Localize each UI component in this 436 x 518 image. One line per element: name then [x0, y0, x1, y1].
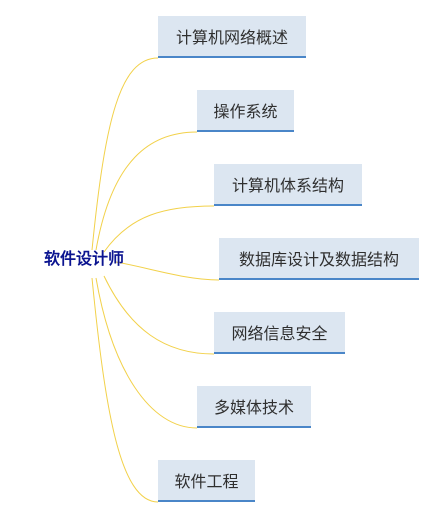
connector-lines	[91, 57, 220, 503]
connector-line	[91, 277, 159, 503]
topic-node-network-security[interactable]: 网络信息安全	[214, 312, 345, 354]
connector-line	[95, 277, 198, 429]
connector-line	[115, 261, 220, 281]
connector-line	[103, 275, 215, 355]
topic-node-network-overview[interactable]: 计算机网络概述	[158, 16, 306, 58]
connector-line	[103, 205, 215, 253]
topic-node-software-engineering[interactable]: 软件工程	[158, 460, 255, 502]
topic-node-operating-system[interactable]: 操作系统	[197, 90, 294, 132]
topic-node-computer-architecture[interactable]: 计算机体系结构	[214, 164, 362, 206]
root-topic[interactable]: 软件设计师	[44, 249, 125, 268]
connector-line	[95, 131, 198, 251]
topic-node-database-and-data-structures[interactable]: 数据库设计及数据结构	[219, 238, 419, 280]
topic-node-multimedia[interactable]: 多媒体技术	[197, 386, 311, 428]
connector-line	[91, 57, 159, 251]
